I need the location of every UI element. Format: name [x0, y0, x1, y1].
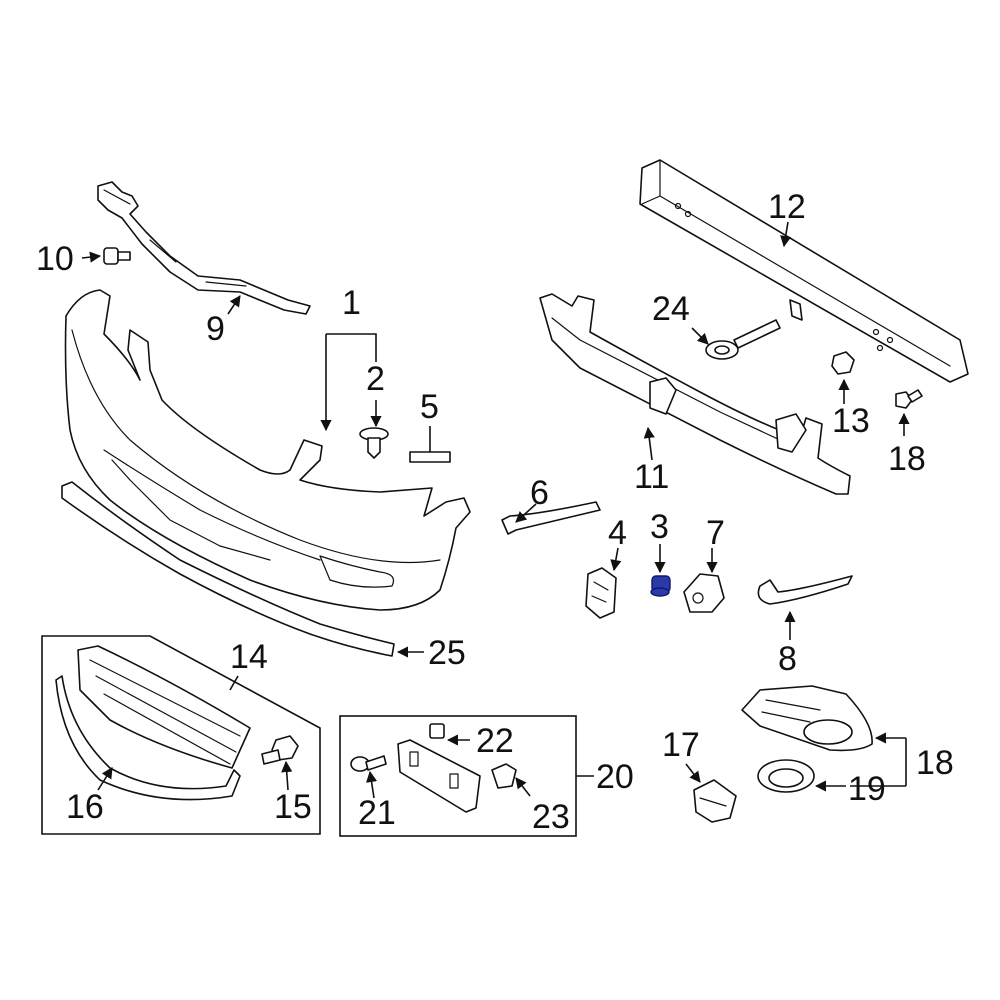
callout-7: 7 [706, 514, 725, 552]
absorber-part-11[interactable] [539, 293, 851, 495]
callout-23: 23 [532, 798, 570, 836]
callout-10: 10 [36, 240, 74, 278]
leaders [81, 221, 910, 799]
fog-bezel-part-18[interactable] [741, 685, 873, 752]
bracket-part-4[interactable] [585, 567, 617, 619]
fog-cover-part-19[interactable] [757, 759, 815, 793]
nut-part-23[interactable] [491, 763, 517, 789]
retainer-part-8[interactable] [757, 575, 853, 605]
license-bracket-part-20[interactable] [397, 739, 481, 813]
callout-6: 6 [530, 474, 549, 512]
bumper-cover-part-1[interactable] [64, 289, 471, 611]
callout-18-lower: 18 [916, 744, 954, 782]
bolt-part-18[interactable] [895, 389, 923, 409]
callout-20: 20 [596, 758, 634, 796]
callout-15: 15 [274, 788, 312, 826]
bracket-part-17[interactable] [693, 779, 737, 823]
callout-12: 12 [768, 188, 806, 226]
bolt-part-10[interactable] [103, 247, 131, 265]
clip-part-22[interactable] [429, 723, 445, 739]
nut-part-13[interactable] [831, 351, 855, 375]
callout-9: 9 [206, 310, 225, 348]
callout-labels: 10 9 1 2 5 12 24 11 13 18 6 4 3 7 8 25 1… [36, 188, 954, 836]
callout-24: 24 [652, 290, 690, 328]
clip-part-2[interactable] [359, 427, 389, 459]
grille-part-14[interactable] [77, 645, 251, 769]
bracket-part-9[interactable] [97, 181, 311, 315]
label-part-5[interactable] [409, 451, 451, 463]
callout-13: 13 [832, 402, 870, 440]
callout-4: 4 [608, 514, 627, 552]
callout-5: 5 [420, 388, 439, 426]
callout-21: 21 [358, 794, 396, 832]
lower-strip-part-25[interactable] [61, 481, 395, 657]
retainer-part-6[interactable] [501, 501, 601, 535]
callout-18-upper: 18 [888, 440, 926, 478]
sensor-part-3[interactable] [650, 575, 671, 597]
callout-11: 11 [634, 458, 669, 496]
callout-19: 19 [848, 770, 886, 808]
tow-hook-part-24[interactable] [705, 319, 781, 360]
callout-2: 2 [366, 360, 385, 398]
callout-25: 25 [428, 634, 466, 672]
reinforcement-part-12[interactable] [639, 159, 969, 383]
callout-22: 22 [476, 722, 514, 760]
holder-part-7[interactable] [683, 573, 725, 613]
callout-16: 16 [66, 788, 104, 826]
callout-14: 14 [230, 638, 268, 676]
callout-3: 3 [650, 508, 669, 546]
bolt-part-15[interactable] [261, 735, 299, 765]
callout-17: 17 [662, 726, 700, 764]
callout-1: 1 [342, 284, 361, 322]
screw-part-21[interactable] [350, 755, 387, 772]
callout-8: 8 [778, 640, 797, 678]
